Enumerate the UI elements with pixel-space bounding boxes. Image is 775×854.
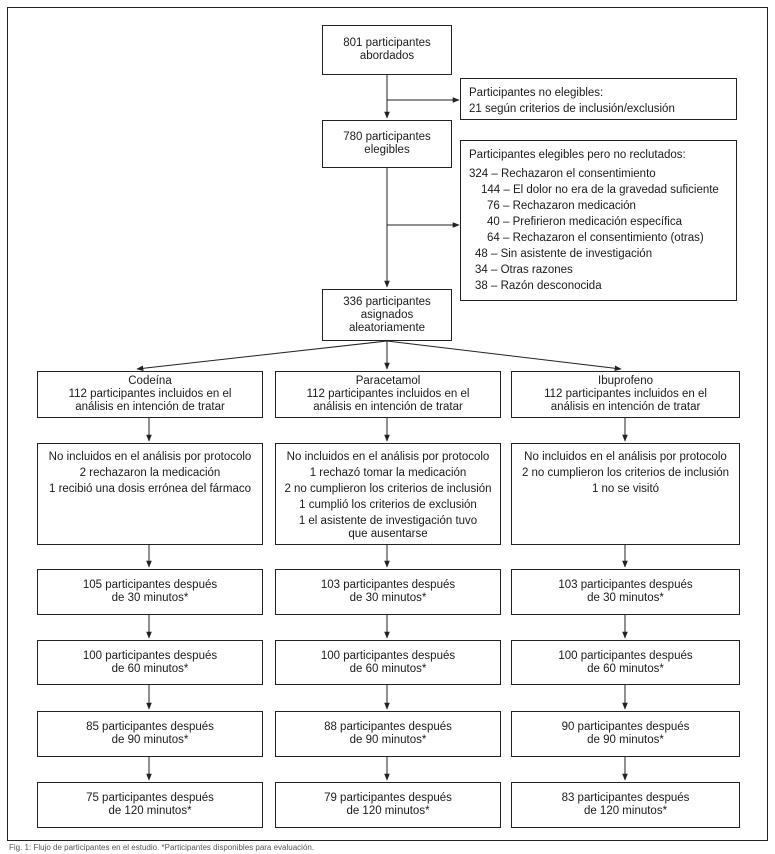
itt-line-2: análisis en intención de tratar bbox=[550, 401, 701, 413]
arrow-to-ibuprofeno bbox=[386, 340, 622, 372]
codeina-excluded-box: No incluidos en el análisis por protocol… bbox=[37, 443, 263, 545]
not-recruited-item: 38 – Razón desconocida bbox=[475, 280, 602, 292]
count-line-1: 100 participantes después bbox=[558, 649, 693, 662]
not-recruited-item: 144 – El dolor no era de la gravedad suf… bbox=[481, 184, 719, 196]
excluded-line: 1 rechazó tomar la medicación bbox=[309, 467, 467, 479]
excluded-line: 1 recibió una dosis errónea del fármaco bbox=[48, 483, 251, 495]
not-recruited-item: 48 – Sin asistente de investigación bbox=[475, 248, 653, 260]
count-line-2: de 60 minutos* bbox=[111, 662, 189, 675]
paracetamol-90min-box: 88 participantes después de 90 minutos* bbox=[275, 711, 501, 757]
count-line-1: 79 participantes después bbox=[324, 792, 452, 804]
arm-name: Paracetamol bbox=[355, 375, 421, 387]
count-line-1: 103 participantes después bbox=[558, 579, 693, 591]
count-line-2: de 120 minutos* bbox=[583, 805, 668, 817]
paracetamol-excluded-box: No incluidos en el análisis por protocol… bbox=[275, 443, 501, 545]
not-eligible-reason: 21 según criterios de inclusión/exclusió… bbox=[469, 103, 675, 115]
excluded-line: que ausentarse bbox=[348, 528, 428, 540]
count-line-2: de 90 minutos* bbox=[349, 734, 427, 746]
excluded-line: 1 cumplió los criterios de exclusión bbox=[299, 499, 477, 511]
excluded-line: 2 no cumplieron los criterios de inclusi… bbox=[284, 483, 492, 495]
codeina-30min-box: 105 participantes después de 30 minutos* bbox=[37, 569, 263, 615]
figure-frame bbox=[7, 7, 768, 841]
itt-line-2: análisis en intención de tratar bbox=[75, 401, 225, 413]
arrow-to-codeina bbox=[136, 340, 388, 372]
count-line-2: de 30 minutos* bbox=[111, 592, 189, 604]
paracetamol-60min-box: 100 participantes después de 60 minutos* bbox=[275, 640, 501, 685]
ibuprofeno-60min-box: 100 participantes después de 60 minutos* bbox=[511, 640, 740, 685]
itt-line-2: análisis en intención de tratar bbox=[313, 401, 463, 413]
excluded-line: No incluidos en el análisis por protocol… bbox=[286, 451, 490, 463]
paracetamol-itt-box: Paracetamol 112 participantes incluidos … bbox=[275, 371, 501, 418]
count-line-1: 85 participantes después bbox=[86, 721, 214, 733]
count-line-2: de 120 minutos* bbox=[346, 805, 430, 817]
eligible-box: 780 participantes elegibles bbox=[322, 120, 452, 168]
ibuprofeno-30min-box: 103 participantes después de 30 minutos* bbox=[511, 569, 740, 615]
count-line-2: de 120 minutos* bbox=[108, 805, 192, 817]
count-line-1: 100 participantes después bbox=[82, 649, 218, 662]
not-eligible-box: Participantes no elegibles: 21 según cri… bbox=[460, 78, 737, 120]
excluded-line: 2 rechazaron la medicación bbox=[79, 467, 221, 479]
excluded-line: No incluidos en el análisis por protocol… bbox=[48, 451, 252, 463]
count-line-2: de 30 minutos* bbox=[587, 592, 664, 604]
count-line-1: 83 participantes después bbox=[561, 792, 690, 804]
count-line-2: de 90 minutos* bbox=[111, 734, 189, 746]
approached-box: 801 participantes abordados bbox=[322, 25, 452, 75]
arm-name: Codeína bbox=[128, 375, 172, 387]
excluded-line: No incluidos en el análisis por protocol… bbox=[524, 451, 727, 463]
itt-line-1: 112 participantes incluidos en el bbox=[306, 388, 470, 400]
arm-name: Ibuprofeno bbox=[598, 375, 653, 387]
eligible-line-1: 780 participantes bbox=[343, 131, 431, 143]
excluded-line: 1 no se visitó bbox=[591, 483, 660, 495]
paracetamol-30min-box: 103 participantes después de 30 minutos* bbox=[275, 569, 501, 615]
count-line-1: 75 participantes después bbox=[86, 792, 214, 804]
count-line-1: 103 participantes después bbox=[320, 579, 456, 591]
excluded-line: 1 el asistente de investigación tuvo bbox=[298, 515, 478, 527]
not-recruited-item: 40 – Prefirieron medicación específica bbox=[487, 216, 682, 228]
randomized-line-1: 336 participantes bbox=[343, 295, 431, 308]
not-recruited-title: Participantes elegibles pero no reclutad… bbox=[469, 149, 686, 161]
count-line-2: de 60 minutos* bbox=[587, 662, 664, 675]
paracetamol-120min-box: 79 participantes después de 120 minutos* bbox=[275, 782, 501, 828]
count-line-2: de 60 minutos* bbox=[349, 662, 427, 675]
not-recruited-item: 76 – Rechazaron medicación bbox=[487, 200, 636, 212]
not-recruited-item: 64 – Rechazaron el consentimiento (otras… bbox=[487, 232, 704, 244]
codeina-itt-box: Codeína 112 participantes incluidos en e… bbox=[37, 371, 263, 418]
codeina-60min-box: 100 participantes después de 60 minutos* bbox=[37, 640, 263, 685]
count-line-1: 100 participantes después bbox=[320, 649, 456, 662]
count-line-2: de 90 minutos* bbox=[587, 734, 664, 746]
codeina-90min-box: 85 participantes después de 90 minutos* bbox=[37, 711, 263, 757]
not-recruited-item: 34 – Otras razones bbox=[475, 264, 573, 276]
eligible-line-2: elegibles bbox=[364, 144, 410, 156]
ibuprofeno-90min-box: 90 participantes después de 90 minutos* bbox=[511, 711, 740, 757]
not-recruited-item: 324 – Rechazaron el consentimiento bbox=[469, 168, 656, 180]
figure-caption: Fig. 1: Flujo de participantes en el est… bbox=[9, 843, 315, 852]
randomized-box: 336 participantes asignados aleatoriamen… bbox=[322, 289, 452, 341]
codeina-120min-box: 75 participantes después de 120 minutos* bbox=[37, 782, 263, 828]
ibuprofeno-excluded-box: No incluidos en el análisis por protocol… bbox=[511, 443, 740, 545]
not-eligible-title: Participantes no elegibles: bbox=[469, 87, 604, 99]
count-line-1: 90 participantes después bbox=[561, 721, 690, 733]
approached-line-2: abordados bbox=[359, 50, 415, 62]
ibuprofeno-120min-box: 83 participantes después de 120 minutos* bbox=[511, 782, 740, 828]
excluded-line: 2 no cumplieron los criterios de inclusi… bbox=[521, 467, 730, 479]
count-line-1: 88 participantes después bbox=[324, 721, 452, 733]
count-line-1: 105 participantes después bbox=[82, 579, 218, 591]
itt-line-1: 112 participantes incluidos en el bbox=[68, 388, 232, 400]
itt-line-1: 112 participantes incluidos en el bbox=[544, 388, 707, 400]
randomized-line-2: asignados bbox=[360, 308, 414, 321]
approached-line-1: 801 participantes bbox=[343, 37, 431, 49]
ibuprofeno-itt-box: Ibuprofeno 112 participantes incluidos e… bbox=[511, 371, 740, 418]
count-line-2: de 30 minutos* bbox=[349, 592, 427, 604]
randomized-line-3: aleatoriamente bbox=[348, 321, 426, 334]
not-recruited-box: Participantes elegibles pero no reclutad… bbox=[460, 140, 737, 301]
